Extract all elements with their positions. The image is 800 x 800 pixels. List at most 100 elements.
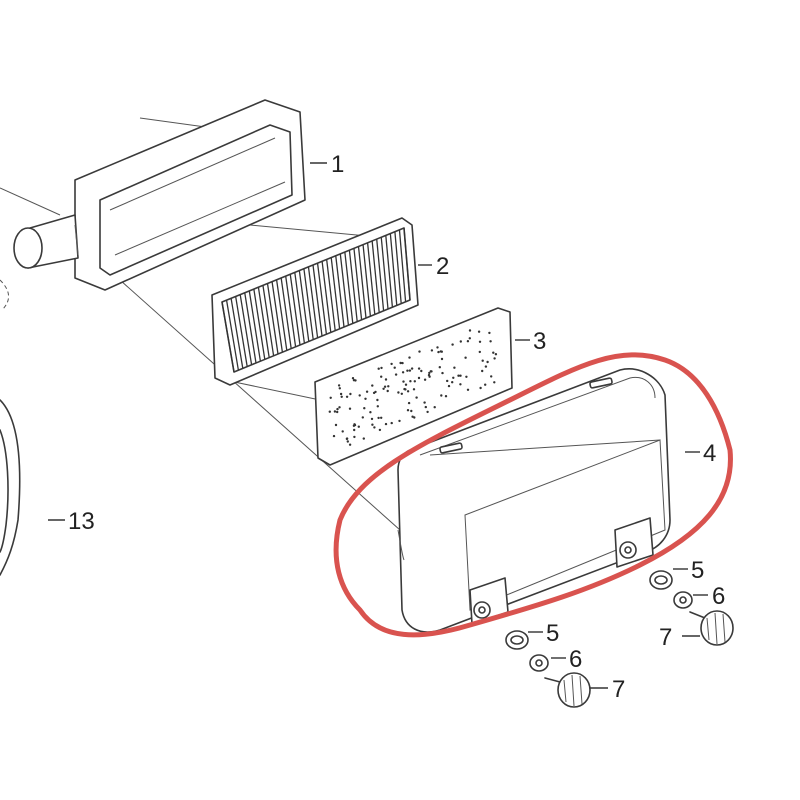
foam-dot [373,426,376,429]
foam-dot [430,349,434,352]
foam-dot [410,367,414,370]
part-2-pleated-filter [211,217,419,386]
foam-dot [437,350,440,354]
fastener-set-upper [649,570,734,646]
callout-labels: 1 2 3 4 5 5 6 6 7 7 13 [68,151,725,703]
pleat-line [298,270,310,342]
foam-dot [447,384,451,388]
foam-dot [468,337,471,340]
foam-dot [390,362,393,366]
foam-dot [412,388,416,391]
part-5-grommet-upper [649,570,673,590]
callout-3: 3 [533,328,546,355]
pleat-line [366,242,376,315]
foam-dot [417,376,421,380]
pleat-line [285,276,297,347]
foam-dot [377,367,380,370]
pleat-line [357,246,367,319]
foam-dot [428,375,431,378]
callout-4: 4 [703,440,716,467]
foam-dot [457,374,460,377]
foam-dot [394,373,398,376]
part-7-knob-lower [544,672,591,708]
foam-dot [352,379,356,382]
foam-dot [406,409,410,412]
foam-dot [484,383,487,386]
foam-dot [358,394,361,397]
callout-5-upper: 5 [691,557,704,584]
pleat-line [253,288,266,360]
pleat-line [248,290,262,362]
foam-dot [346,440,349,443]
foam-dot [426,410,429,414]
foam-dot [493,357,496,360]
foam-dot [406,369,409,372]
foam-dot [441,371,444,375]
foam-dot [459,340,462,343]
foam-dot [406,390,410,393]
foam-dot [486,360,489,364]
foam-dot [446,379,449,383]
foam-dot [433,406,436,409]
foam-dot [378,428,382,432]
pleat-line [376,239,385,311]
foam-dot [481,359,484,362]
foam-dot [362,437,365,440]
part-6-washer-upper [673,591,693,609]
pleat-line [266,283,279,355]
foam-dot [440,350,443,353]
pleat-line [321,261,332,333]
foam-dot [477,330,481,333]
foam-dot [403,387,406,391]
foam-dot [341,430,344,433]
foam-dot [393,366,396,369]
foam-dot [492,351,495,354]
foam-dot [348,443,352,446]
fastener-set-lower [505,630,591,708]
foam-dot [353,435,356,439]
foam-dot [345,437,349,441]
callout-6-upper: 6 [712,583,725,610]
part-3-foam-prefilter [314,307,513,466]
foam-dot [383,385,387,388]
foam-dot [376,398,379,402]
foam-dot [429,370,432,373]
pleat-line [353,248,363,320]
foam-dot [340,395,343,398]
foam-dot [459,374,462,377]
foam-dot [436,346,439,349]
foam-dot [415,396,418,399]
foam-dot [401,371,405,374]
foam-dot [451,381,454,384]
pleat-line [389,233,398,306]
foam-dot [484,365,488,368]
foam-dot [345,395,349,398]
pleat-line [271,281,284,353]
pleat-line [262,285,275,356]
foam-dot [417,367,421,370]
foam-dot [481,369,484,373]
foam-dot [348,407,352,410]
foam-dot [399,361,402,365]
callout-5-lower: 5 [546,620,559,647]
foam-dot [357,425,360,428]
callout-7-upper: 7 [659,624,672,651]
leader-lines [48,162,708,689]
foam-dot [401,361,404,365]
foam-dot [387,385,390,388]
pleat-line [294,272,306,344]
foam-dot [407,401,411,405]
foam-dot [410,409,413,413]
foam-dot [413,380,416,383]
foam-dot [376,405,379,408]
foam-dot [402,380,405,383]
pleat-line [371,240,380,313]
foam-dot [365,390,369,393]
pleat-line [225,300,240,371]
foam-texture [328,329,498,446]
foam-dot [453,366,456,369]
foam-dot [333,410,337,413]
foam-dot [353,423,356,426]
pleat-line [230,298,244,369]
foam-dot [452,376,455,379]
